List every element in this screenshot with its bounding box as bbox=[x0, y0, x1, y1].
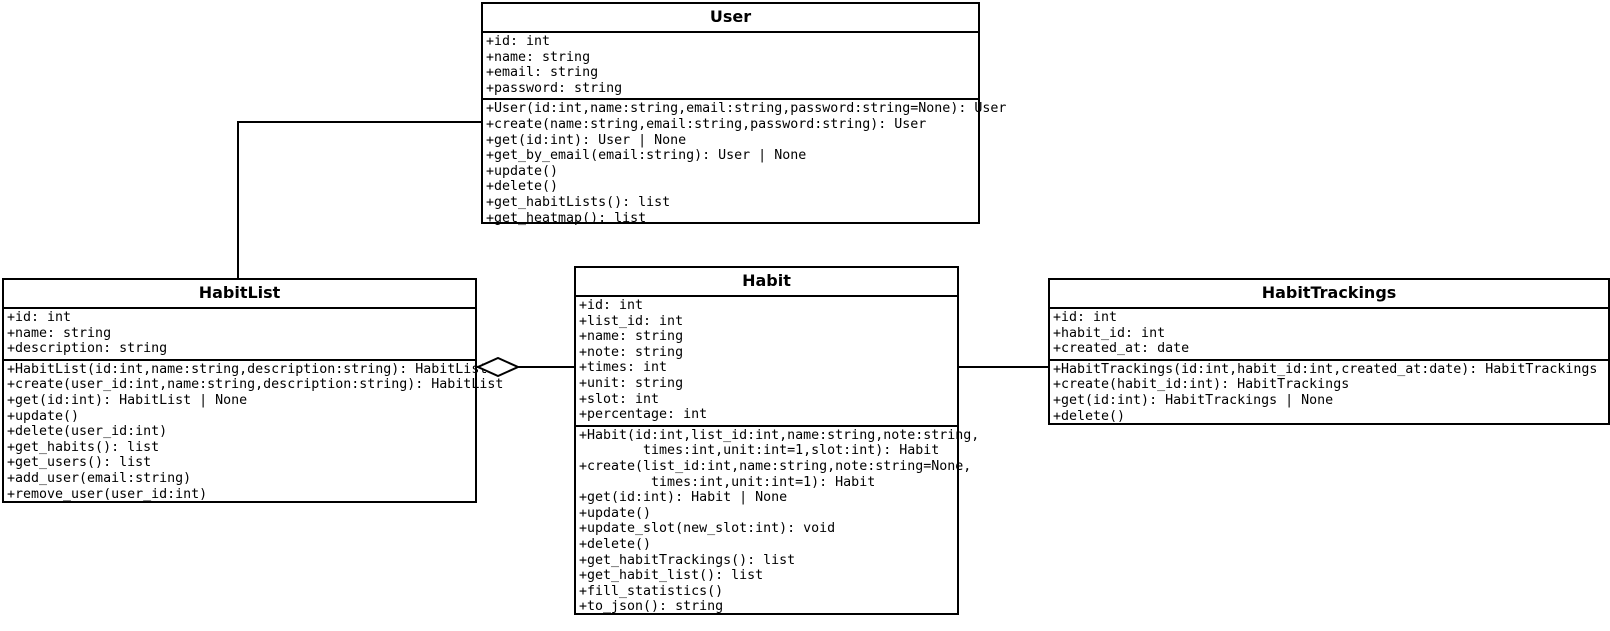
method-row: +fill_statistics() bbox=[579, 583, 724, 599]
method-row: +get_habit_list(): list bbox=[579, 568, 764, 584]
attribute-row: +password: string bbox=[486, 80, 623, 96]
attribute-row: +habit_id: int bbox=[1053, 325, 1166, 341]
class-attributes-habit: +id: int +list_id: int +name: string +no… bbox=[576, 297, 957, 427]
method-row: +HabitList(id:int,name:string,descriptio… bbox=[7, 361, 488, 377]
method-row: +remove_user(user_id:int) bbox=[7, 486, 208, 502]
attribute-row: +name: string bbox=[579, 329, 684, 345]
attribute-row: +id: int bbox=[486, 34, 551, 49]
method-row: +update() bbox=[7, 408, 80, 424]
class-title-user: User bbox=[483, 4, 978, 33]
method-row: +update_slot(new_slot:int): void bbox=[579, 521, 836, 537]
method-row: +create(list_id:int,name:string,note:str… bbox=[579, 458, 972, 474]
method-row: +update() bbox=[579, 505, 652, 521]
attribute-row: +list_id: int bbox=[579, 313, 684, 329]
attribute-row: +unit: string bbox=[579, 375, 684, 391]
class-title-habit: Habit bbox=[576, 268, 957, 297]
method-row: +delete() bbox=[579, 536, 652, 552]
method-row: +get_heatmap(): list bbox=[486, 210, 647, 226]
class-title-habittrackings: HabitTrackings bbox=[1050, 280, 1608, 309]
method-row: times:int,unit:int=1): Habit bbox=[579, 474, 876, 490]
method-row: +Habit(id:int,list_id:int,name:string,no… bbox=[579, 427, 980, 443]
method-row: +delete() bbox=[486, 179, 559, 195]
class-box-user[interactable]: User +id: int +name: string +email: stri… bbox=[481, 2, 1006, 226]
method-row: +get_habits(): list bbox=[7, 439, 160, 455]
class-methods-user: +User(id:int,name:string,email:string,pa… bbox=[483, 100, 1007, 228]
method-row: +create(habit_id:int): HabitTrackings bbox=[1053, 377, 1350, 393]
method-row: +get_habitLists(): list bbox=[486, 194, 671, 210]
attribute-row: +description: string bbox=[7, 341, 168, 357]
method-row: +get(id:int): Habit | None bbox=[579, 490, 788, 506]
method-row: +add_user(email:string) bbox=[7, 470, 192, 486]
method-row: +delete(user_id:int) bbox=[7, 424, 168, 440]
method-row: +create(user_id:int,name:string,descript… bbox=[7, 377, 504, 393]
method-row: +HabitTrackings(id:int,habit_id:int,crea… bbox=[1053, 361, 1598, 377]
attribute-row: +id: int bbox=[579, 298, 644, 313]
connector-habitlist-habit bbox=[477, 366, 575, 368]
class-attributes-habittrackings: +id: int +habit_id: int +created_at: dat… bbox=[1050, 309, 1608, 361]
attribute-row: +id: int bbox=[1053, 310, 1118, 325]
attribute-row: +created_at: date bbox=[1053, 341, 1190, 357]
class-box-habittrackings[interactable]: HabitTrackings +id: int +habit_id: int +… bbox=[1048, 278, 1610, 425]
method-row: times:int,unit:int=1,slot:int): Habit bbox=[579, 443, 940, 459]
method-row: +get_users(): list bbox=[7, 455, 152, 471]
attribute-row: +email: string bbox=[486, 65, 599, 81]
method-row: +get(id:int): HabitList | None bbox=[7, 392, 248, 408]
aggregation-diamond-icon bbox=[478, 357, 518, 377]
class-title-habitlist: HabitList bbox=[4, 280, 475, 309]
attribute-row: +slot: int bbox=[579, 391, 660, 407]
class-box-habitlist[interactable]: HabitList +id: int +name: string +descri… bbox=[2, 278, 504, 504]
method-row: +get_habitTrackings(): list bbox=[579, 552, 796, 568]
attribute-row: +name: string bbox=[7, 325, 112, 341]
method-row: +get_by_email(email:string): User | None bbox=[486, 148, 807, 164]
attribute-row: +times: int bbox=[579, 360, 668, 376]
method-row: +create(name:string,email:string,passwor… bbox=[486, 116, 927, 132]
method-row: +to_json(): string bbox=[579, 599, 724, 615]
method-row: +update() bbox=[486, 163, 559, 179]
class-box-habit[interactable]: Habit +id: int +list_id: int +name: stri… bbox=[574, 266, 980, 617]
method-row: +get(id:int): User | None bbox=[486, 132, 687, 148]
class-methods-habittrackings: +HabitTrackings(id:int,habit_id:int,crea… bbox=[1050, 361, 1608, 426]
attribute-row: +percentage: int bbox=[579, 407, 708, 423]
class-methods-habit: +Habit(id:int,list_id:int,name:string,no… bbox=[576, 427, 980, 617]
connector-habit-habittrackings bbox=[958, 366, 1050, 368]
connector-user-habitlist-horizontal bbox=[237, 121, 482, 123]
class-attributes-user: +id: int +name: string +email: string +p… bbox=[483, 33, 978, 101]
method-row: +get(id:int): HabitTrackings | None bbox=[1053, 392, 1334, 408]
attribute-row: +name: string bbox=[486, 49, 591, 65]
class-methods-habitlist: +HabitList(id:int,name:string,descriptio… bbox=[4, 361, 504, 504]
class-attributes-habitlist: +id: int +name: string +description: str… bbox=[4, 309, 475, 361]
connector-user-habitlist-vertical bbox=[237, 121, 239, 279]
attribute-row: +id: int bbox=[7, 310, 72, 325]
method-row: +User(id:int,name:string,email:string,pa… bbox=[486, 101, 1007, 117]
method-row: +delete() bbox=[1053, 408, 1126, 424]
attribute-row: +note: string bbox=[579, 344, 684, 360]
